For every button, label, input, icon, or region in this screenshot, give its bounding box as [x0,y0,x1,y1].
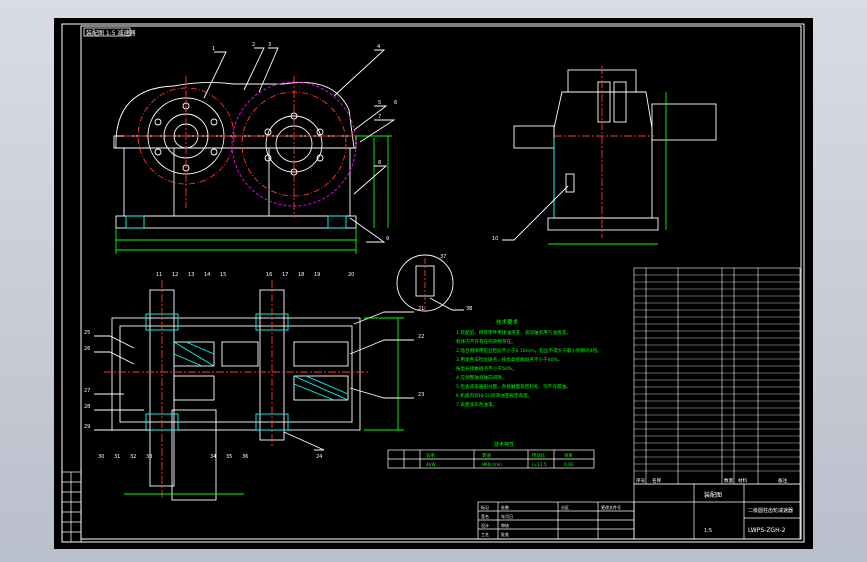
balloon-13: 13 [188,272,194,278]
detail-view [396,254,464,312]
spec-head-2: 转速 [482,452,491,459]
spec-val-4: 0.92 [564,462,574,468]
bom-head-no: 序号 [636,477,646,484]
balloon-15: 15 [220,272,226,278]
balloon-1: 1 [212,46,215,52]
bom-header: 序号 名称 数量 材料 备注 [636,477,788,484]
tech-req-line-1: 1.装配前，所有零件用煤油清洗，滚动轴承用汽油清洗， [456,329,571,336]
balloon-26: 26 [84,346,90,352]
balloon-34: 34 [210,454,216,460]
assembly-drawing: 装配图 1:5 减速器 [61,23,805,543]
balloon-5: 5 [378,100,381,106]
tech-req-line-2: 机体内不许有任何杂物存在。 [456,338,516,345]
balloon-12: 12 [172,272,178,278]
bom-table [633,267,801,485]
balloon-35: 35 [226,454,232,460]
balloon-8: 8 [378,160,381,166]
spec-head-1: 功率 [426,452,435,459]
balloon-2: 2 [252,42,255,48]
inner-border [80,25,802,540]
scale-label: 1:5 [704,528,712,534]
balloon-29: 29 [84,424,90,430]
bom-head-material: 材料 [738,477,748,484]
balloon-10: 10 [492,236,498,242]
tb-label-4: 更改文件号 [601,504,621,510]
balloon-32: 32 [130,454,136,460]
title-tag-text: 装配图 1:5 减速器 [86,29,135,37]
tech-req-line-3: 2.啮合侧隙用铅丝检验不小于0.16mm，铅丝不得大于最小侧隙的4倍。 [456,347,602,354]
balloon-17: 17 [282,272,288,278]
spec-title: 技术特性 [494,441,514,448]
balloon-31: 31 [114,454,120,460]
tb-label-9: 工艺 [481,532,489,537]
tb-label-2: 处数 [501,504,509,510]
balloon-38: 38 [466,306,472,312]
balloon-36: 36 [242,454,248,460]
spec-val-3: i=12.5 [532,462,547,468]
tb-label-7: 设计 [481,522,489,528]
tb-label-6: 年月日 [501,513,513,519]
balloon-37: 37 [440,254,446,260]
title-tag-box [83,27,131,37]
balloon-33: 33 [146,454,152,460]
title-block [477,483,801,540]
balloon-20: 20 [348,272,354,278]
outer-border [61,23,805,543]
spec-table: 技术特性 功率 转速 传动比 效率 4kW 960r/min i=12.5 0.… [387,441,595,469]
balloon-3: 3 [268,42,271,48]
balloon-25: 25 [84,330,90,336]
balloon-28: 28 [84,404,90,410]
tb-label-8: 审核 [501,522,509,528]
balloon-18: 18 [298,272,304,278]
balloon-14: 14 [204,272,210,278]
balloon-21: 21 [418,306,424,312]
balloon-19: 19 [314,272,320,278]
spec-val-1: 4kW [426,462,436,468]
tech-req-line-4: 3.用涂色法检验斑点，按齿高接触斑点不小于40%， [456,356,562,363]
left-margin-table [61,471,82,543]
tech-req-title: 技术要求 [496,318,519,326]
tb-label-1: 标记 [481,504,489,510]
tech-req-line-8: 6.机座内装HJ-50润滑油至规定高度。 [456,392,532,399]
main-title: 装配图 [704,491,722,499]
tech-req-line-5: 按齿长接触斑点不小于50%。 [456,365,517,372]
balloon-23: 23 [418,392,424,398]
bom-row-lines [634,274,800,472]
tech-req-line-9: 7.表面涂灰色油漆。 [456,401,497,408]
tech-requirements: 技术要求 1.装配前，所有零件用煤油清洗，滚动轴承用汽油清洗， 机体内不许有任何… [456,318,602,408]
bom-head-remark: 备注 [778,477,788,484]
balloon-16: 16 [266,272,272,278]
plan-view [94,280,414,501]
tech-req-line-7: 5.检查减速器剖分面，各接触面及密封处，均不许漏油。 [456,383,571,390]
tb-label-10: 批准 [501,531,509,537]
balloon-7: 7 [378,114,381,120]
tech-req-line-6: 4.应调整轴承轴向间隙。 [456,374,506,381]
balloon-9: 9 [386,236,389,242]
cad-viewport[interactable]: 装配图 1:5 减速器 [54,18,813,549]
tb-label-5: 签名 [481,513,489,519]
spec-head-4: 效率 [564,452,573,459]
front-view-balloons: 1 2 3 4 5 6 7 8 9 10 [212,42,498,242]
balloon-22: 22 [418,334,424,340]
bom-head-name: 名称 [652,477,662,484]
balloon-6: 6 [394,100,397,106]
side-view [502,66,717,245]
drawing-number: LWPS-ZGH-2 [748,527,786,534]
balloon-24: 24 [316,454,322,460]
product-name: 二级圆柱齿轮减速器 [748,507,793,514]
bom-head-qty: 数量 [724,477,734,484]
balloon-11: 11 [156,272,162,278]
balloon-4: 4 [377,44,380,50]
plan-view-balloons: 11 12 13 14 15 16 17 18 19 20 21 22 23 2… [84,254,472,460]
title-block-text: 装配图 二级圆柱齿轮减速器 LWPS-ZGH-2 1:5 标记 处数 分区 更改… [481,491,793,537]
balloon-27: 27 [84,388,90,394]
front-view [113,47,396,254]
tb-label-3: 分区 [561,504,569,510]
spec-head-3: 传动比 [532,452,546,459]
balloon-30: 30 [98,454,104,460]
spec-val-2: 960r/min [482,462,502,468]
